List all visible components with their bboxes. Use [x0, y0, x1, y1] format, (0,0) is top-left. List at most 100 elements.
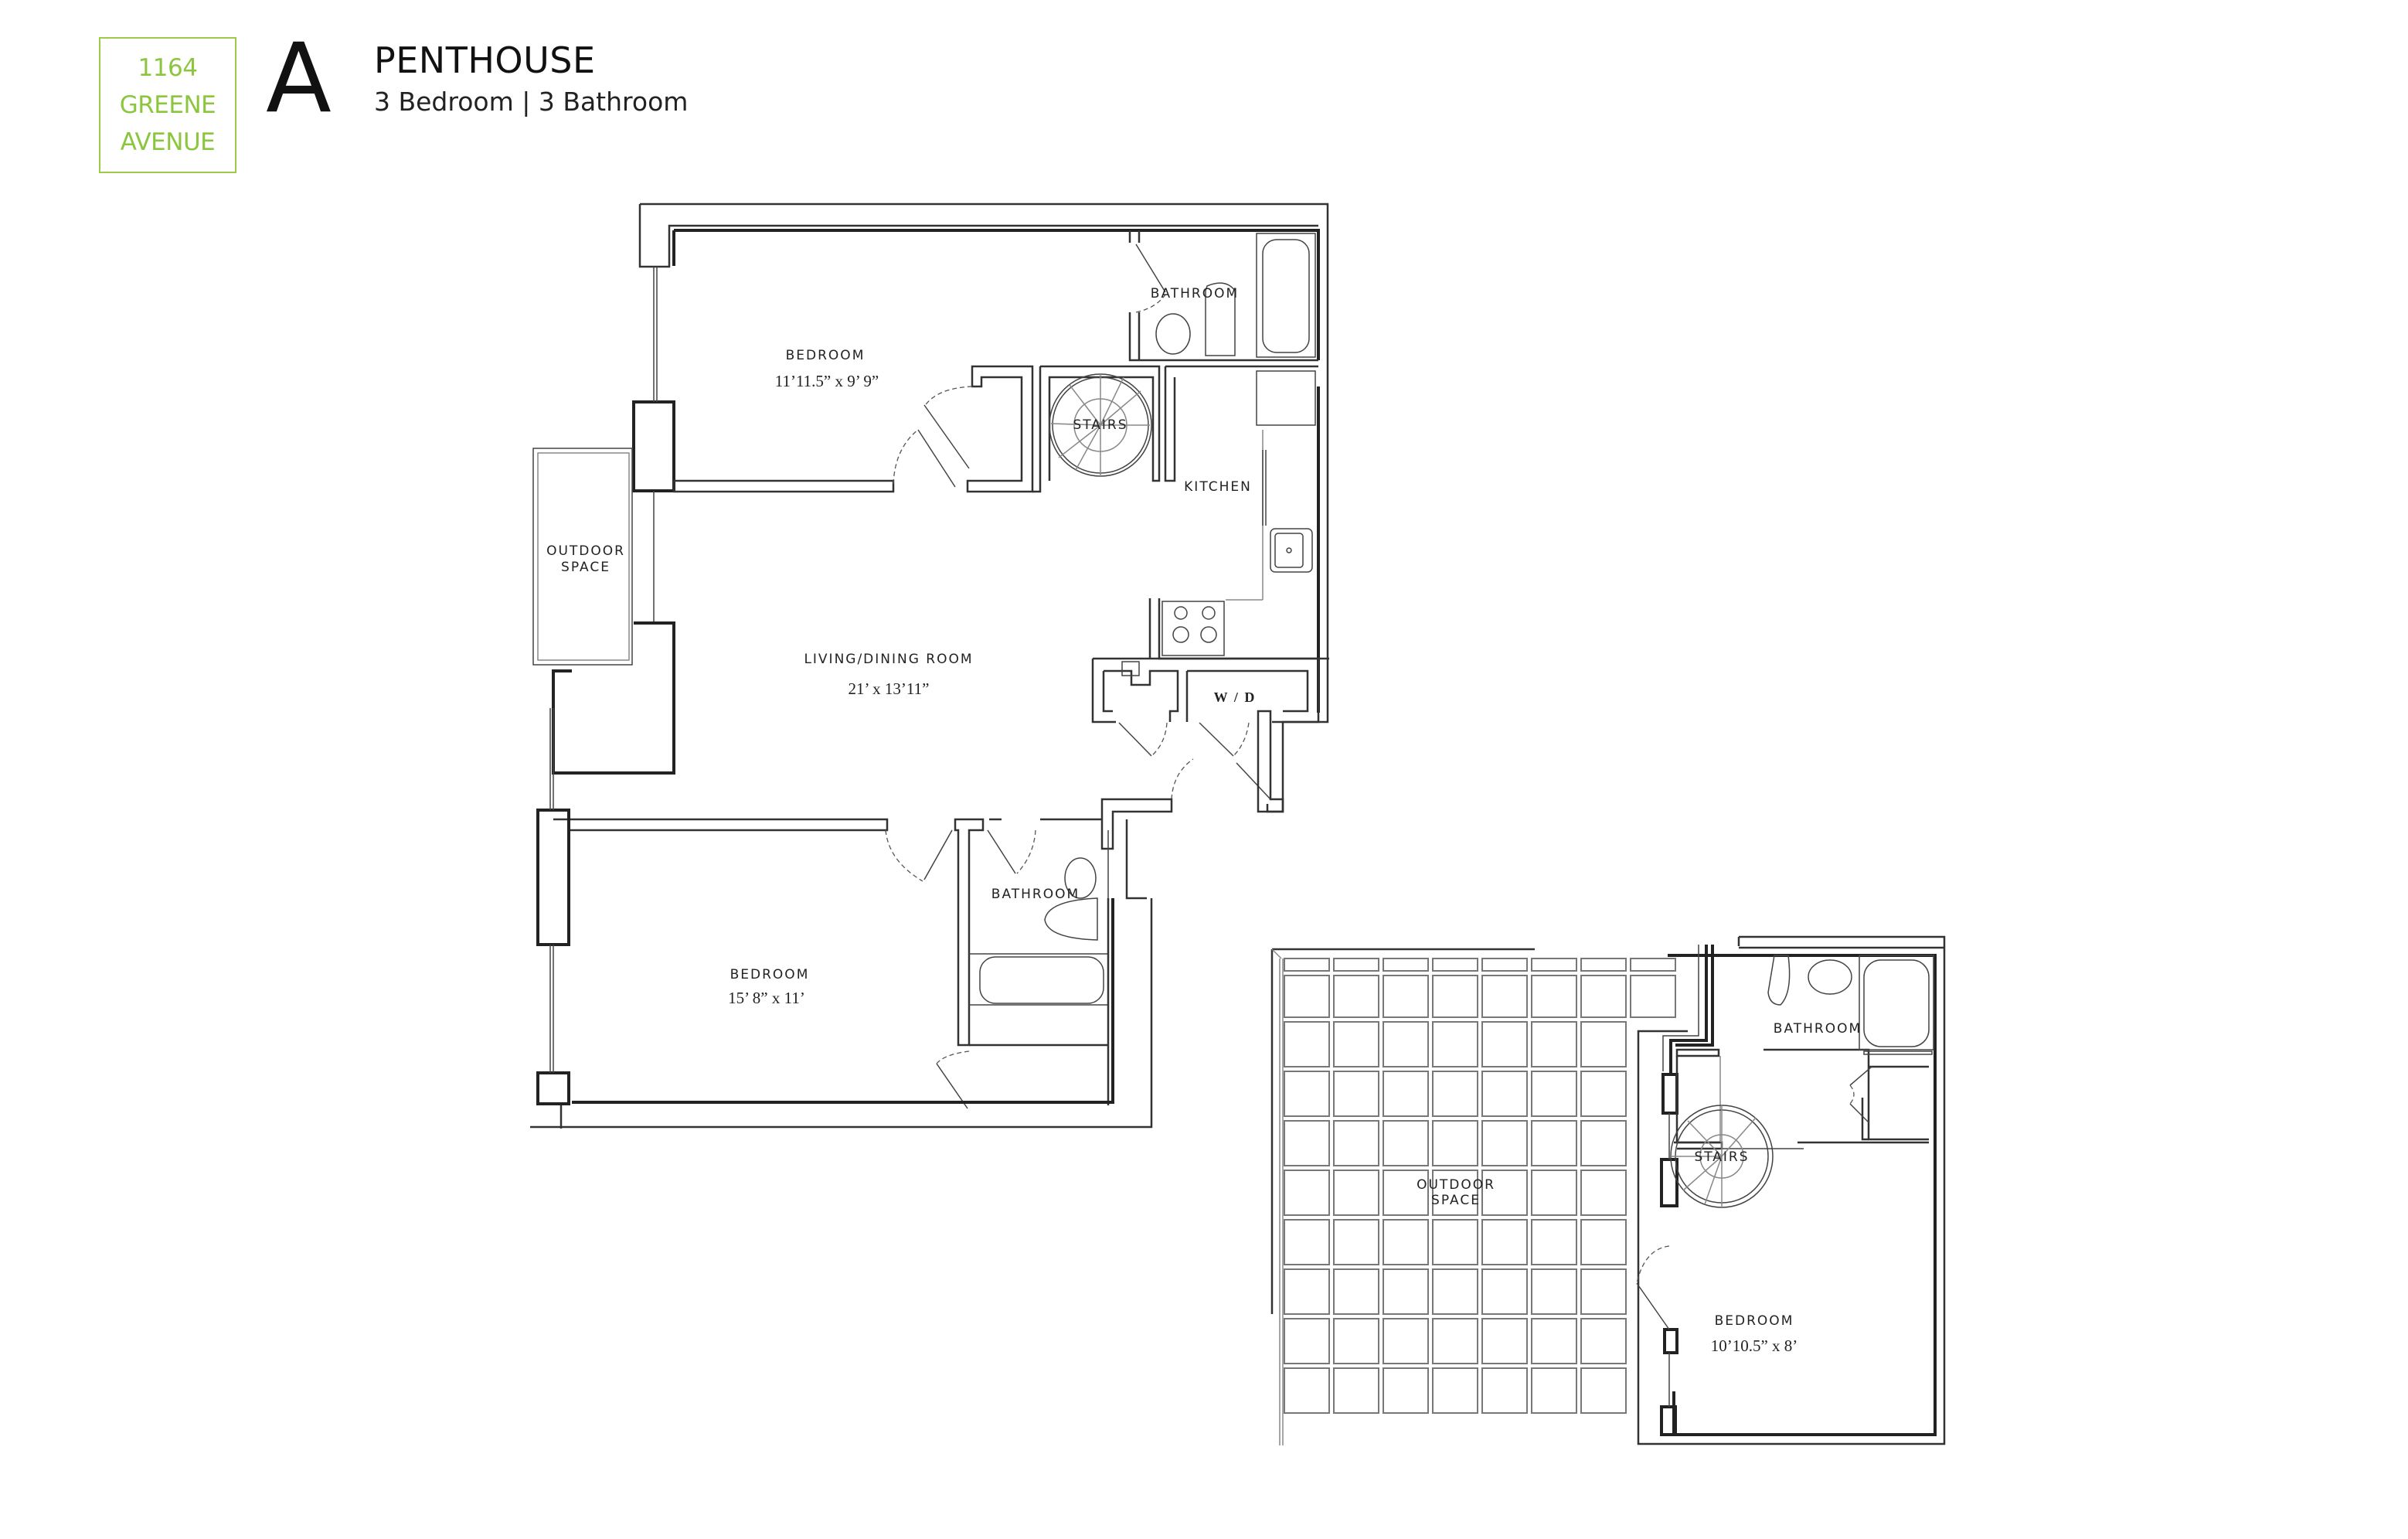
terrace-tile — [1432, 1268, 1478, 1315]
unit-name: PENTHOUSE — [374, 39, 596, 81]
terrace-tile — [1531, 1120, 1577, 1166]
building-address-badge: 1164 GREENE AVENUE — [99, 37, 236, 173]
window-pier — [536, 809, 570, 946]
terrace-tile — [1580, 1170, 1627, 1216]
terrace-tile — [1481, 958, 1528, 972]
terrace-tile — [1383, 1170, 1429, 1216]
terrace-tile — [1580, 958, 1627, 972]
room-label-washer-dryer: W / D — [1214, 689, 1257, 705]
terrace-tile — [1432, 1071, 1478, 1117]
terrace-tile — [1432, 1021, 1478, 1067]
tile-grid — [1284, 958, 1676, 1414]
room-label-outdoor-space-line2: SPACE — [561, 560, 611, 575]
terrace-tile — [1481, 1268, 1528, 1315]
terrace-tile — [1383, 1367, 1429, 1414]
terrace-tile — [1580, 975, 1627, 1018]
toilet — [1767, 955, 1791, 1006]
room-label-terrace-line1: OUTDOOR — [1417, 1177, 1495, 1193]
terrace-tile — [1383, 1219, 1429, 1265]
stove — [1161, 601, 1225, 656]
terrace-tile — [1481, 1367, 1528, 1414]
room-dimensions-bedroom-3: 10’10.5” x 8’ — [1711, 1336, 1798, 1355]
bathtub — [1863, 959, 1930, 1047]
terrace-tile — [1580, 1021, 1627, 1067]
spiral-stairs — [1049, 373, 1152, 477]
bath-sink — [1155, 313, 1191, 355]
terrace-tile — [1333, 1318, 1379, 1364]
terrace-tile — [1284, 975, 1330, 1018]
terrace-tile — [1531, 1318, 1577, 1364]
terrace-tile — [1630, 958, 1676, 972]
terrace-tile — [1284, 1219, 1330, 1265]
room-label-bedroom-2: BEDROOM — [730, 967, 810, 982]
terrace-tile — [1481, 1219, 1528, 1265]
address-type: AVENUE — [120, 128, 216, 156]
terrace-tile — [1531, 958, 1577, 972]
terrace-tile — [1432, 958, 1478, 972]
terrace-tile — [1284, 1021, 1330, 1067]
lower-level-plan — [530, 203, 1329, 1129]
room-label-terrace-line2: SPACE — [1431, 1193, 1481, 1208]
refrigerator — [1256, 370, 1316, 426]
room-label-stairs: STAIRS — [1073, 417, 1127, 433]
terrace-tile — [1284, 1318, 1330, 1364]
terrace-tile — [1481, 975, 1528, 1018]
terrace-tile — [1481, 1071, 1528, 1117]
terrace-tile — [1580, 1071, 1627, 1117]
room-dimensions-bedroom-2: 15’ 8” x 11’ — [728, 989, 805, 1007]
toilet — [1044, 897, 1098, 941]
room-label-bedroom-3: BEDROOM — [1715, 1313, 1794, 1329]
terrace-tile — [1383, 1071, 1429, 1117]
terrace-tile — [1531, 1268, 1577, 1315]
bath-sink — [1808, 959, 1852, 995]
kitchen-sink — [1270, 528, 1313, 573]
terrace-tile — [1333, 1219, 1379, 1265]
terrace-tile — [1531, 1071, 1577, 1117]
terrace-tile — [1284, 1120, 1330, 1166]
room-label-bathroom-3: BATHROOM — [1774, 1021, 1862, 1037]
window-pier — [1661, 1073, 1678, 1115]
spiral-stairs-upper — [1670, 1105, 1774, 1208]
room-label-bedroom-1: BEDROOM — [786, 348, 866, 363]
terrace-tile — [1531, 1367, 1577, 1414]
terrace-tile — [1630, 975, 1676, 1018]
room-dimensions-living-dining: 21’ x 13’11” — [849, 679, 930, 698]
terrace-tile — [1383, 975, 1429, 1018]
window-pier — [632, 400, 675, 492]
bathtub — [1262, 239, 1310, 353]
terrace-tile — [1432, 1219, 1478, 1265]
terrace-tile — [1333, 1071, 1379, 1117]
terrace-tile — [1284, 1170, 1330, 1216]
terrace-tile — [1383, 1120, 1429, 1166]
room-label-bathroom-2: BATHROOM — [991, 887, 1080, 902]
terrace-tile — [1284, 958, 1330, 972]
terrace-tiles — [1270, 948, 1535, 1445]
address-street: GREENE — [119, 91, 216, 119]
unit-letter: A — [266, 23, 332, 134]
terrace-tile — [1580, 1219, 1627, 1265]
address-number: 1164 — [138, 54, 198, 82]
terrace-tile — [1383, 1268, 1429, 1315]
terrace-tile — [1333, 1268, 1379, 1315]
terrace-tile — [1333, 958, 1379, 972]
terrace-tile — [1383, 958, 1429, 972]
balcony — [532, 448, 633, 666]
terrace-tile — [1531, 1219, 1577, 1265]
terrace-tile — [1580, 1367, 1627, 1414]
terrace-tile — [1531, 1021, 1577, 1067]
terrace-tile — [1481, 1318, 1528, 1364]
terrace-tile — [1333, 1170, 1379, 1216]
terrace-tile — [1284, 1071, 1330, 1117]
terrace-tile — [1284, 1268, 1330, 1315]
terrace-tile — [1432, 1120, 1478, 1166]
terrace-tile — [1580, 1268, 1627, 1315]
terrace-tile — [1481, 1021, 1528, 1067]
terrace-tile — [1580, 1120, 1627, 1166]
room-label-outdoor-space-line1: OUTDOOR — [546, 543, 625, 559]
room-label-bathroom-1: BATHROOM — [1151, 286, 1239, 301]
terrace-tile — [1333, 1367, 1379, 1414]
upper-level-plan — [1270, 935, 1946, 1445]
terrace-tile — [1333, 1120, 1379, 1166]
terrace-tile — [1333, 1021, 1379, 1067]
